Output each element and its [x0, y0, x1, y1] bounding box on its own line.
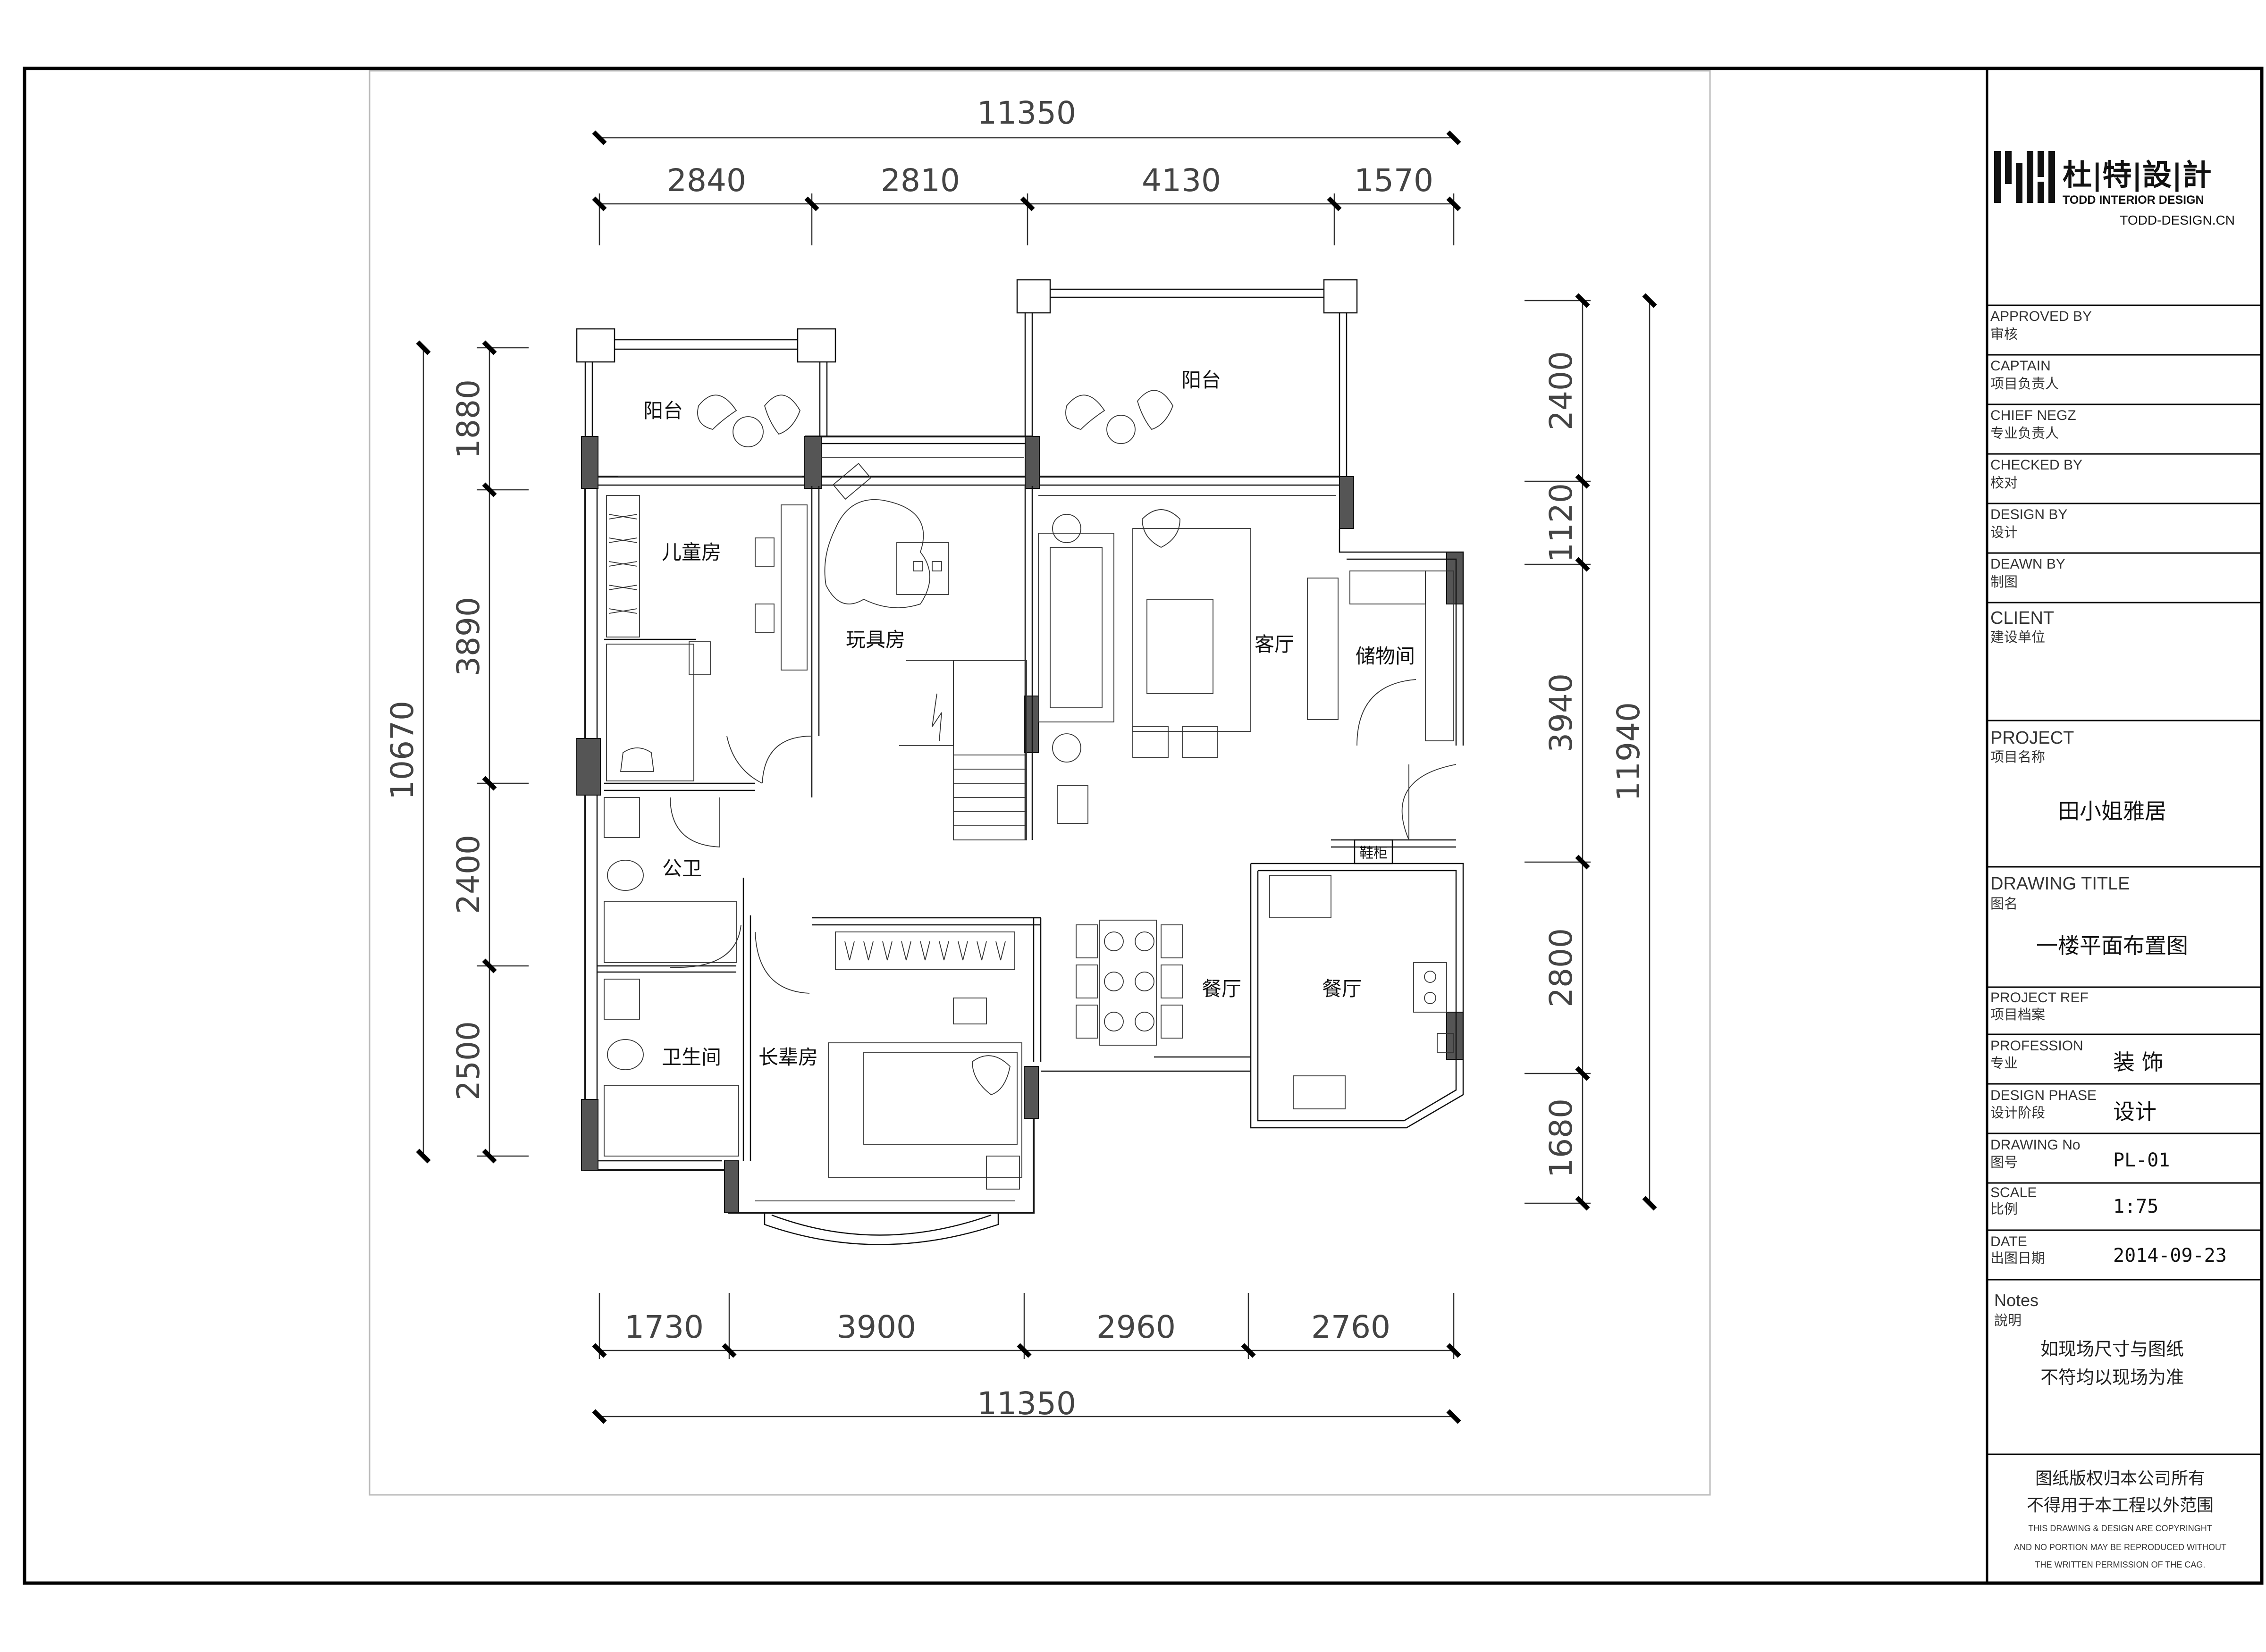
- label-elder-room: 长辈房: [758, 1046, 818, 1069]
- room-labels: 阳台 阳台 儿童房 玩具房 客厅 储物间 鞋柜 公卫 餐厅 餐厅 卫生间 长辈房: [643, 369, 1415, 1069]
- tb-row-2-cn: 项目负责人: [1990, 376, 2059, 392]
- tb-drawing-title-cn: 图名: [1990, 896, 2018, 912]
- dim-right-seg-2: 1120: [1543, 483, 1579, 562]
- label-toy-room: 玩具房: [846, 628, 905, 651]
- bottom-dimensions: 1730 3900 2960 2760 11350: [592, 1293, 1461, 1424]
- logo-mark-icon: [1994, 151, 2055, 203]
- tb-profession-cn: 专业: [1990, 1055, 2018, 1071]
- sheet-border: [23, 67, 2264, 1585]
- plan-viewport: [369, 70, 1711, 1496]
- logo-url: TODD-DESIGN.CN: [2120, 213, 2235, 227]
- tb-row-1-en: APPROVED BY: [1990, 309, 2092, 324]
- tb-project-value: 田小姐雅居: [2058, 798, 2166, 824]
- dim-left-total: 10670: [384, 701, 421, 800]
- label-bathroom: 卫生间: [662, 1046, 721, 1069]
- tb-row-4-cn: 校对: [1990, 475, 2018, 491]
- dim-bottom-seg-3: 2960: [1096, 1309, 1176, 1345]
- dim-bottom-seg-4: 2760: [1311, 1309, 1390, 1345]
- tb-date-cn: 出图日期: [1990, 1250, 2045, 1266]
- doors: [670, 679, 1457, 994]
- tb-row-3-en: CHIEF NEGZ: [1990, 408, 2076, 423]
- dim-bottom-seg-2: 3900: [837, 1309, 916, 1345]
- left-dimensions: 10670 1880 3890 2400 2500: [384, 340, 529, 1164]
- label-balcony-left: 阳台: [643, 399, 683, 422]
- tb-design-phase-en: DESIGN PHASE: [1990, 1088, 2097, 1103]
- right-dimensions: 2400 1120 3940 2800 1680 11940: [1525, 293, 1657, 1211]
- tb-row-1-cn: 审核: [1990, 326, 2018, 342]
- tb-scale-en: SCALE: [1990, 1185, 2037, 1200]
- dim-top-seg-2: 2810: [881, 162, 960, 199]
- label-living-room: 客厅: [1255, 633, 1294, 656]
- dim-right-seg-1: 2400: [1543, 351, 1579, 430]
- title-block: 杜|特|設|計 TODD INTERIOR DESIGN TODD-DESIGN…: [1987, 151, 2262, 1569]
- tb-copyright-cn-2: 不得用于本工程以外范围: [2027, 1496, 2214, 1515]
- walls: [576, 279, 1464, 1245]
- tb-row-6-cn: 制图: [1990, 574, 2018, 590]
- tb-drawing-no-value: PL-01: [2113, 1149, 2170, 1171]
- label-public-wc: 公卫: [662, 857, 702, 880]
- label-storage: 储物间: [1356, 645, 1415, 668]
- label-balcony-right: 阳台: [1181, 369, 1221, 392]
- tb-copyright-en-1: THIS DRAWING & DESIGN ARE COPYRINGHT: [2028, 1524, 2212, 1533]
- top-dimensions: 11350 2840 2810 4130 1570: [592, 95, 1461, 245]
- tb-drawing-title-value: 一楼平面布置图: [2036, 933, 2188, 958]
- dim-bottom-total: 11350: [977, 1385, 1076, 1422]
- label-shoe-cabinet: 鞋柜: [1359, 845, 1388, 862]
- tb-design-phase-value: 设计: [2113, 1099, 2156, 1124]
- tb-row-4-en: CHECKED BY: [1990, 457, 2082, 473]
- dim-right-seg-3: 3940: [1543, 673, 1579, 753]
- dim-right-seg-5: 1680: [1543, 1099, 1579, 1178]
- dim-left-seg-2: 3890: [450, 597, 487, 676]
- dim-right-total: 11940: [1610, 702, 1647, 801]
- dim-top-seg-1: 2840: [667, 162, 746, 199]
- tb-scale-cn: 比例: [1990, 1201, 2018, 1217]
- dim-top-total: 11350: [977, 95, 1076, 131]
- tb-client-en: CLIENT: [1990, 608, 2054, 628]
- dim-top-seg-3: 4130: [1142, 162, 1221, 199]
- tb-notes-line-2: 不符均以现场为准: [2040, 1367, 2184, 1388]
- furniture: [604, 390, 1454, 1190]
- dim-top-seg-4: 1570: [1354, 162, 1433, 199]
- tb-copyright-cn-1: 图纸版权归本公司所有: [2035, 1469, 2205, 1488]
- tb-drawing-title-en: DRAWING TITLE: [1990, 874, 2130, 894]
- tb-profession-en: PROFESSION: [1990, 1038, 2083, 1054]
- tb-row-2-en: CAPTAIN: [1990, 358, 2051, 374]
- sliding-doors: [618, 457, 1336, 1201]
- label-dining-1: 餐厅: [1202, 977, 1241, 1000]
- tb-copyright-en-3: THE WRITTEN PERMISSION OF THE CAG.: [2035, 1560, 2206, 1569]
- tb-project-cn: 项目名称: [1990, 749, 2045, 765]
- label-kids-room: 儿童房: [662, 541, 721, 564]
- tb-project-ref-en: PROJECT REF: [1990, 990, 2089, 1006]
- dim-right-seg-4: 2800: [1543, 928, 1579, 1007]
- tb-project-en: PROJECT: [1990, 728, 2074, 748]
- label-dining-2: 餐厅: [1322, 977, 1362, 1000]
- tb-row-5-cn: 设计: [1990, 524, 2018, 540]
- tb-profession-value: 装 饰: [2113, 1049, 2164, 1075]
- tb-row-6-en: DEAWN BY: [1990, 556, 2065, 572]
- tb-date-value: 2014-09-23: [2113, 1245, 2227, 1266]
- tb-date-en: DATE: [1990, 1234, 2027, 1249]
- logo-text-en: TODD INTERIOR DESIGN: [2063, 193, 2204, 207]
- tb-project-ref-cn: 项目档案: [1990, 1006, 2045, 1023]
- tb-notes-cn: 說明: [1994, 1312, 2022, 1328]
- tb-row-3-cn: 专业负责人: [1990, 425, 2059, 441]
- dim-left-seg-4: 2500: [450, 1021, 487, 1100]
- dim-bottom-seg-1: 1730: [624, 1309, 704, 1345]
- logo-text-cn: 杜|特|設|計: [2063, 158, 2212, 192]
- tb-notes-line-1: 如现场尺寸与图纸: [2040, 1339, 2184, 1359]
- tb-row-5-en: DESIGN BY: [1990, 507, 2067, 522]
- tb-client-cn: 建设单位: [1990, 629, 2045, 645]
- dim-left-seg-1: 1880: [450, 379, 487, 459]
- tb-drawing-no-cn: 图号: [1990, 1154, 2018, 1170]
- tb-copyright-en-2: AND NO PORTION MAY BE REPRODUCED WITHOUT: [2014, 1543, 2226, 1552]
- tb-scale-value: 1:75: [2113, 1196, 2158, 1217]
- dim-left-seg-3: 2400: [450, 835, 487, 914]
- tb-notes-en: Notes: [1994, 1291, 2039, 1310]
- tb-drawing-no-en: DRAWING No: [1990, 1137, 2081, 1153]
- tb-design-phase-cn: 设计阶段: [1990, 1105, 2045, 1121]
